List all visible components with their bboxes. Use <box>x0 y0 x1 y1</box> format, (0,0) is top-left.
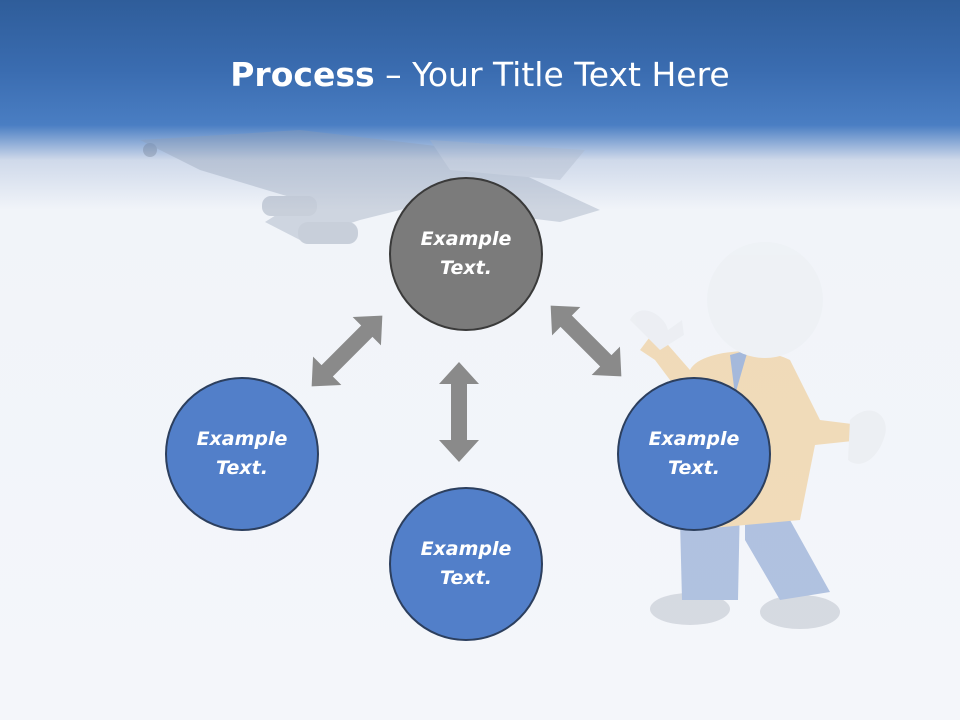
title-bold: Process <box>230 55 375 94</box>
node-left[interactable]: Example Text. <box>165 377 319 531</box>
node-right-label: Example Text. <box>648 428 740 479</box>
node-right[interactable]: Example Text. <box>617 377 771 531</box>
arrow-top-bottom <box>439 362 479 462</box>
node-bottom-label: Example Text. <box>420 538 512 589</box>
node-top[interactable]: Example Text. <box>389 177 543 331</box>
arrow-top-left <box>297 301 397 401</box>
slide-title: Process – Your Title Text Here <box>0 52 960 98</box>
node-top-label: Example Text. <box>420 228 512 279</box>
arrow-top-right <box>536 291 636 391</box>
title-separator: – <box>374 55 413 94</box>
node-left-label: Example Text. <box>196 428 288 479</box>
title-rest: Your Title Text Here <box>412 55 730 94</box>
node-bottom[interactable]: Example Text. <box>389 487 543 641</box>
